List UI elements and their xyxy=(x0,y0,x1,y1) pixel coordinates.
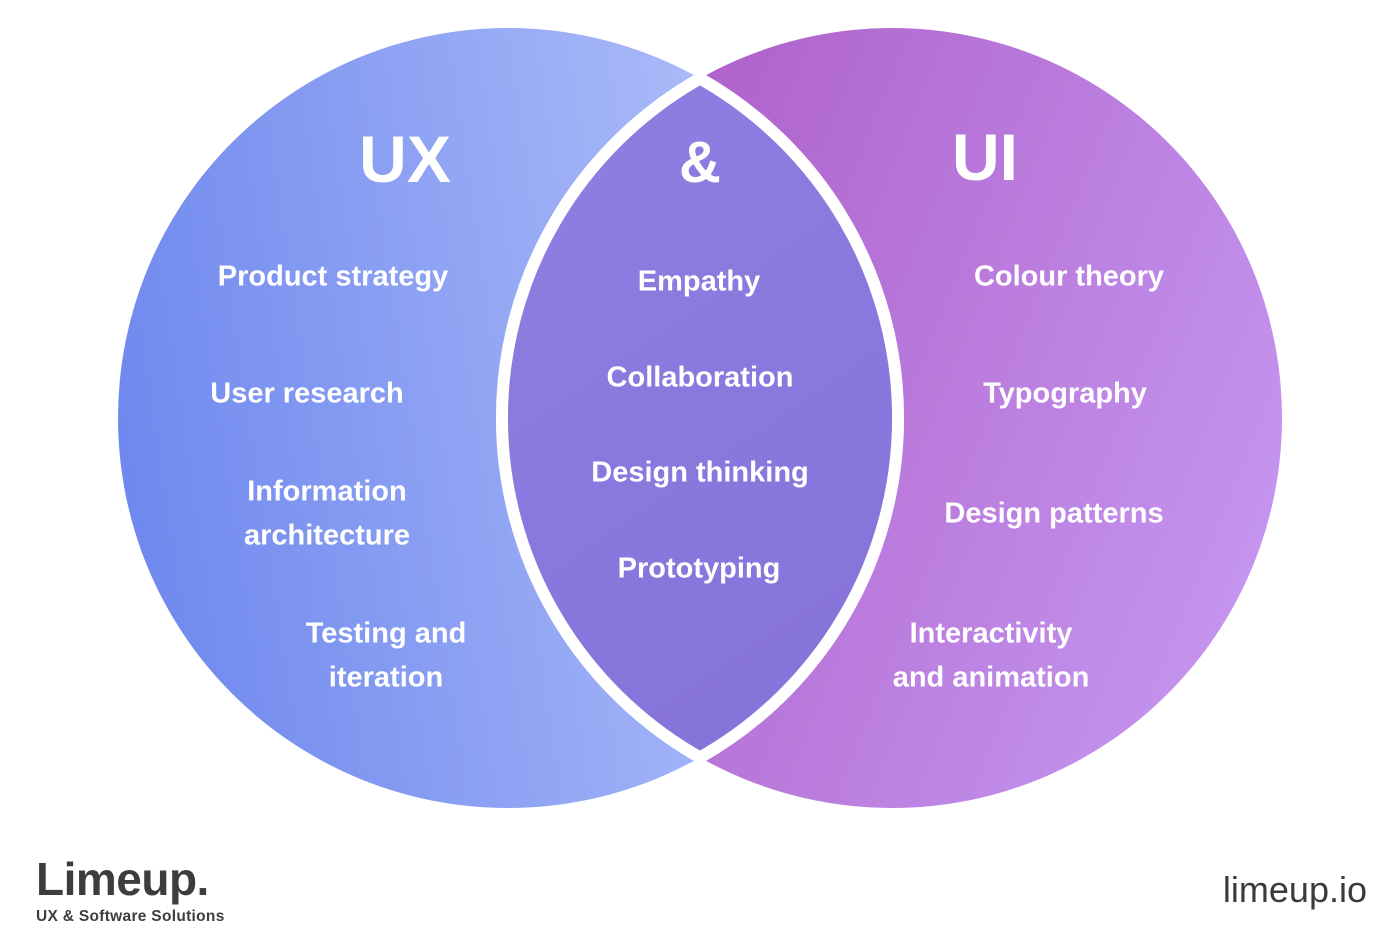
ux-item-user-research: User research xyxy=(210,377,404,410)
overlap-lens xyxy=(496,72,904,764)
overlap-item-empathy: Empathy xyxy=(637,265,761,298)
overlap-item-prototyping: Prototyping xyxy=(617,552,781,585)
ui-title: UI xyxy=(952,120,1018,194)
ui-item-typography: Typography xyxy=(983,377,1147,410)
ui-item-colour-theory: Colour theory xyxy=(973,260,1165,293)
ui-item-interactivity-animation: Interactivity and animation xyxy=(892,617,1090,694)
overlap-item-design-thinking: Design thinking xyxy=(591,456,809,489)
limeup-logo-tagline: UX & Software Solutions xyxy=(36,908,225,925)
ui-item-design-patterns: Design patterns xyxy=(944,497,1164,530)
limeup-logo-wordmark: Limeup. xyxy=(36,853,209,905)
ux-item-information-architecture: Information architecture xyxy=(243,475,411,552)
ux-item-testing-iteration: Testing and iteration xyxy=(305,617,467,694)
ux-item-product-strategy: Product strategy xyxy=(217,260,449,293)
website-url: limeup.io xyxy=(1222,869,1367,910)
ux-title: UX xyxy=(359,122,451,196)
limeup-logo: Limeup. UX & Software Solutions xyxy=(36,856,225,926)
overlap-title-ampersand: & xyxy=(679,130,721,195)
overlap-item-collaboration: Collaboration xyxy=(606,361,794,394)
